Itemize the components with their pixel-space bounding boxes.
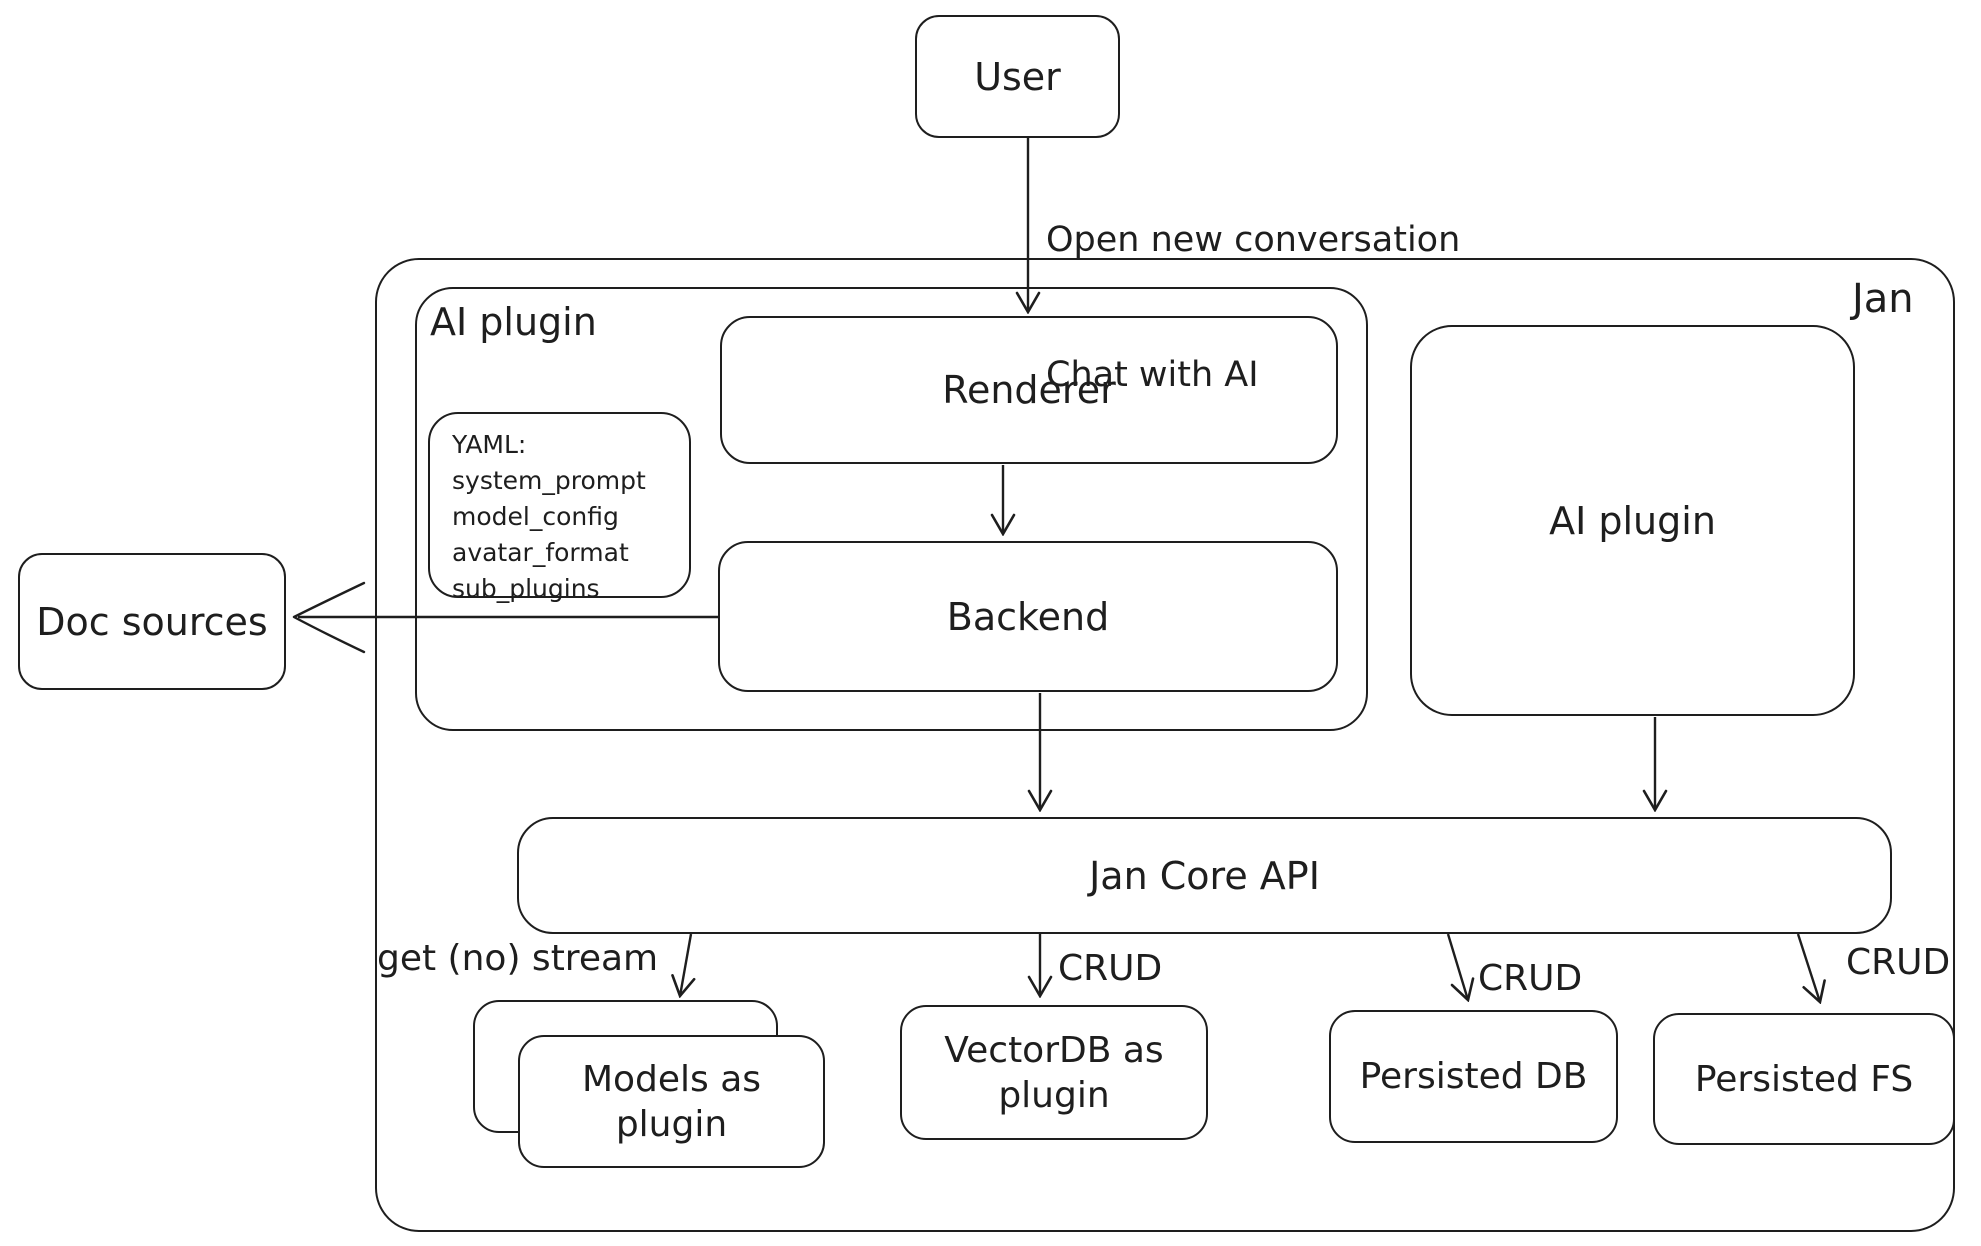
node-renderer-label: Renderer bbox=[942, 368, 1116, 412]
node-renderer: Renderer bbox=[720, 316, 1338, 464]
node-models-as-plugin: Models as plugin bbox=[518, 1035, 825, 1168]
node-doc-sources-label: Doc sources bbox=[36, 599, 268, 644]
node-backend: Backend bbox=[718, 541, 1338, 692]
yaml-line: sub_plugins bbox=[452, 574, 600, 603]
node-models-as-plugin-label: Models as plugin bbox=[581, 1058, 762, 1145]
node-ai-plugin-right: AI plugin bbox=[1410, 325, 1855, 716]
node-jan-core-api-label: Jan Core API bbox=[1089, 853, 1320, 898]
node-vectordb-as-plugin-label: VectorDB as plugin bbox=[944, 1029, 1164, 1116]
container-ai-plugin-label: AI plugin bbox=[430, 300, 597, 344]
edge-label-crud-persisted-fs: CRUD bbox=[1846, 942, 1951, 983]
yaml-line: system_prompt bbox=[452, 466, 646, 495]
note-yaml: YAML: system_prompt model_config avatar_… bbox=[428, 412, 691, 603]
edge-label-crud-persisted-db: CRUD bbox=[1478, 958, 1583, 999]
node-vectordb-as-plugin: VectorDB as plugin bbox=[900, 1005, 1208, 1140]
container-jan bbox=[375, 258, 1955, 1232]
edge-label-get-no-stream: get (no) stream bbox=[377, 938, 659, 979]
edge-label-user-to-renderer: Open new conversation Chat with AI bbox=[1046, 128, 1460, 488]
container-ai-plugin bbox=[415, 287, 1368, 731]
node-user-label: User bbox=[974, 54, 1061, 99]
node-persisted-db: Persisted DB bbox=[1329, 1010, 1618, 1143]
node-backend-label: Backend bbox=[946, 594, 1110, 639]
node-persisted-db-label: Persisted DB bbox=[1359, 1056, 1588, 1097]
node-ai-plugin-right-label: AI plugin bbox=[1549, 498, 1716, 543]
node-user: User bbox=[915, 15, 1120, 138]
yaml-line: model_config bbox=[452, 502, 619, 531]
node-persisted-fs: Persisted FS bbox=[1653, 1013, 1955, 1145]
edge-label-line: Chat with AI bbox=[1046, 355, 1259, 395]
arrow-backend-to-doc-sources-head bbox=[292, 581, 366, 654]
yaml-line: avatar_format bbox=[452, 538, 629, 567]
container-jan-label: Jan bbox=[1852, 276, 1914, 322]
edge-label-crud-vectordb: CRUD bbox=[1058, 948, 1163, 989]
yaml-line: YAML: bbox=[452, 430, 527, 459]
edge-label-line: Open new conversation bbox=[1046, 220, 1461, 260]
node-jan-core-api: Jan Core API bbox=[517, 817, 1892, 934]
node-doc-sources: Doc sources bbox=[18, 553, 286, 690]
node-persisted-fs-label: Persisted FS bbox=[1694, 1058, 1914, 1100]
